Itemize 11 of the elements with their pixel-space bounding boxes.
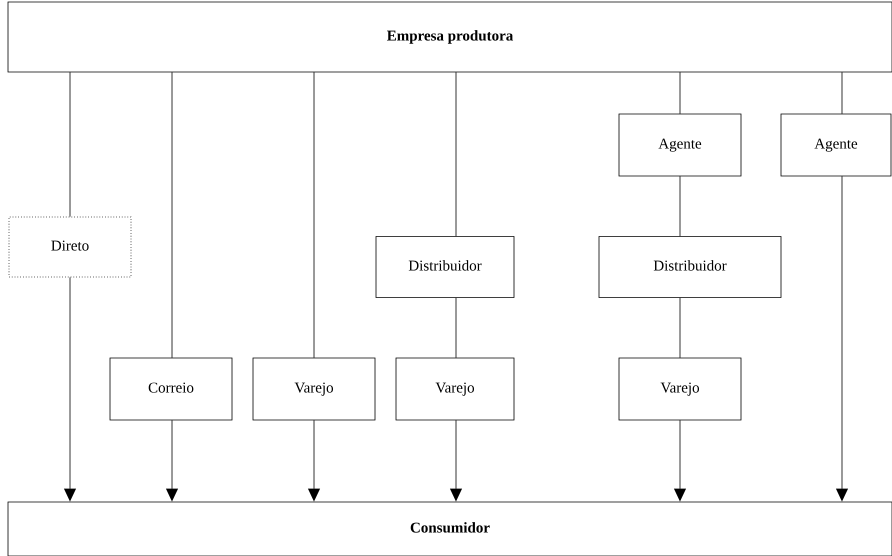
channel-box: Agente xyxy=(780,114,892,176)
channel-box: Varejo xyxy=(396,358,514,420)
channel-box: Agente xyxy=(618,114,742,176)
channel-box: Direto xyxy=(8,216,132,278)
channel-box: Distribuidor xyxy=(376,236,514,298)
consumer-box: Consumidor xyxy=(8,502,892,556)
channel-box: Correio xyxy=(110,358,232,420)
header-box: Empresa produtora xyxy=(8,2,892,72)
channel-box: Distribuidor xyxy=(598,236,782,298)
channel-box: Varejo xyxy=(252,358,376,420)
channel-box: Varejo xyxy=(618,358,742,420)
